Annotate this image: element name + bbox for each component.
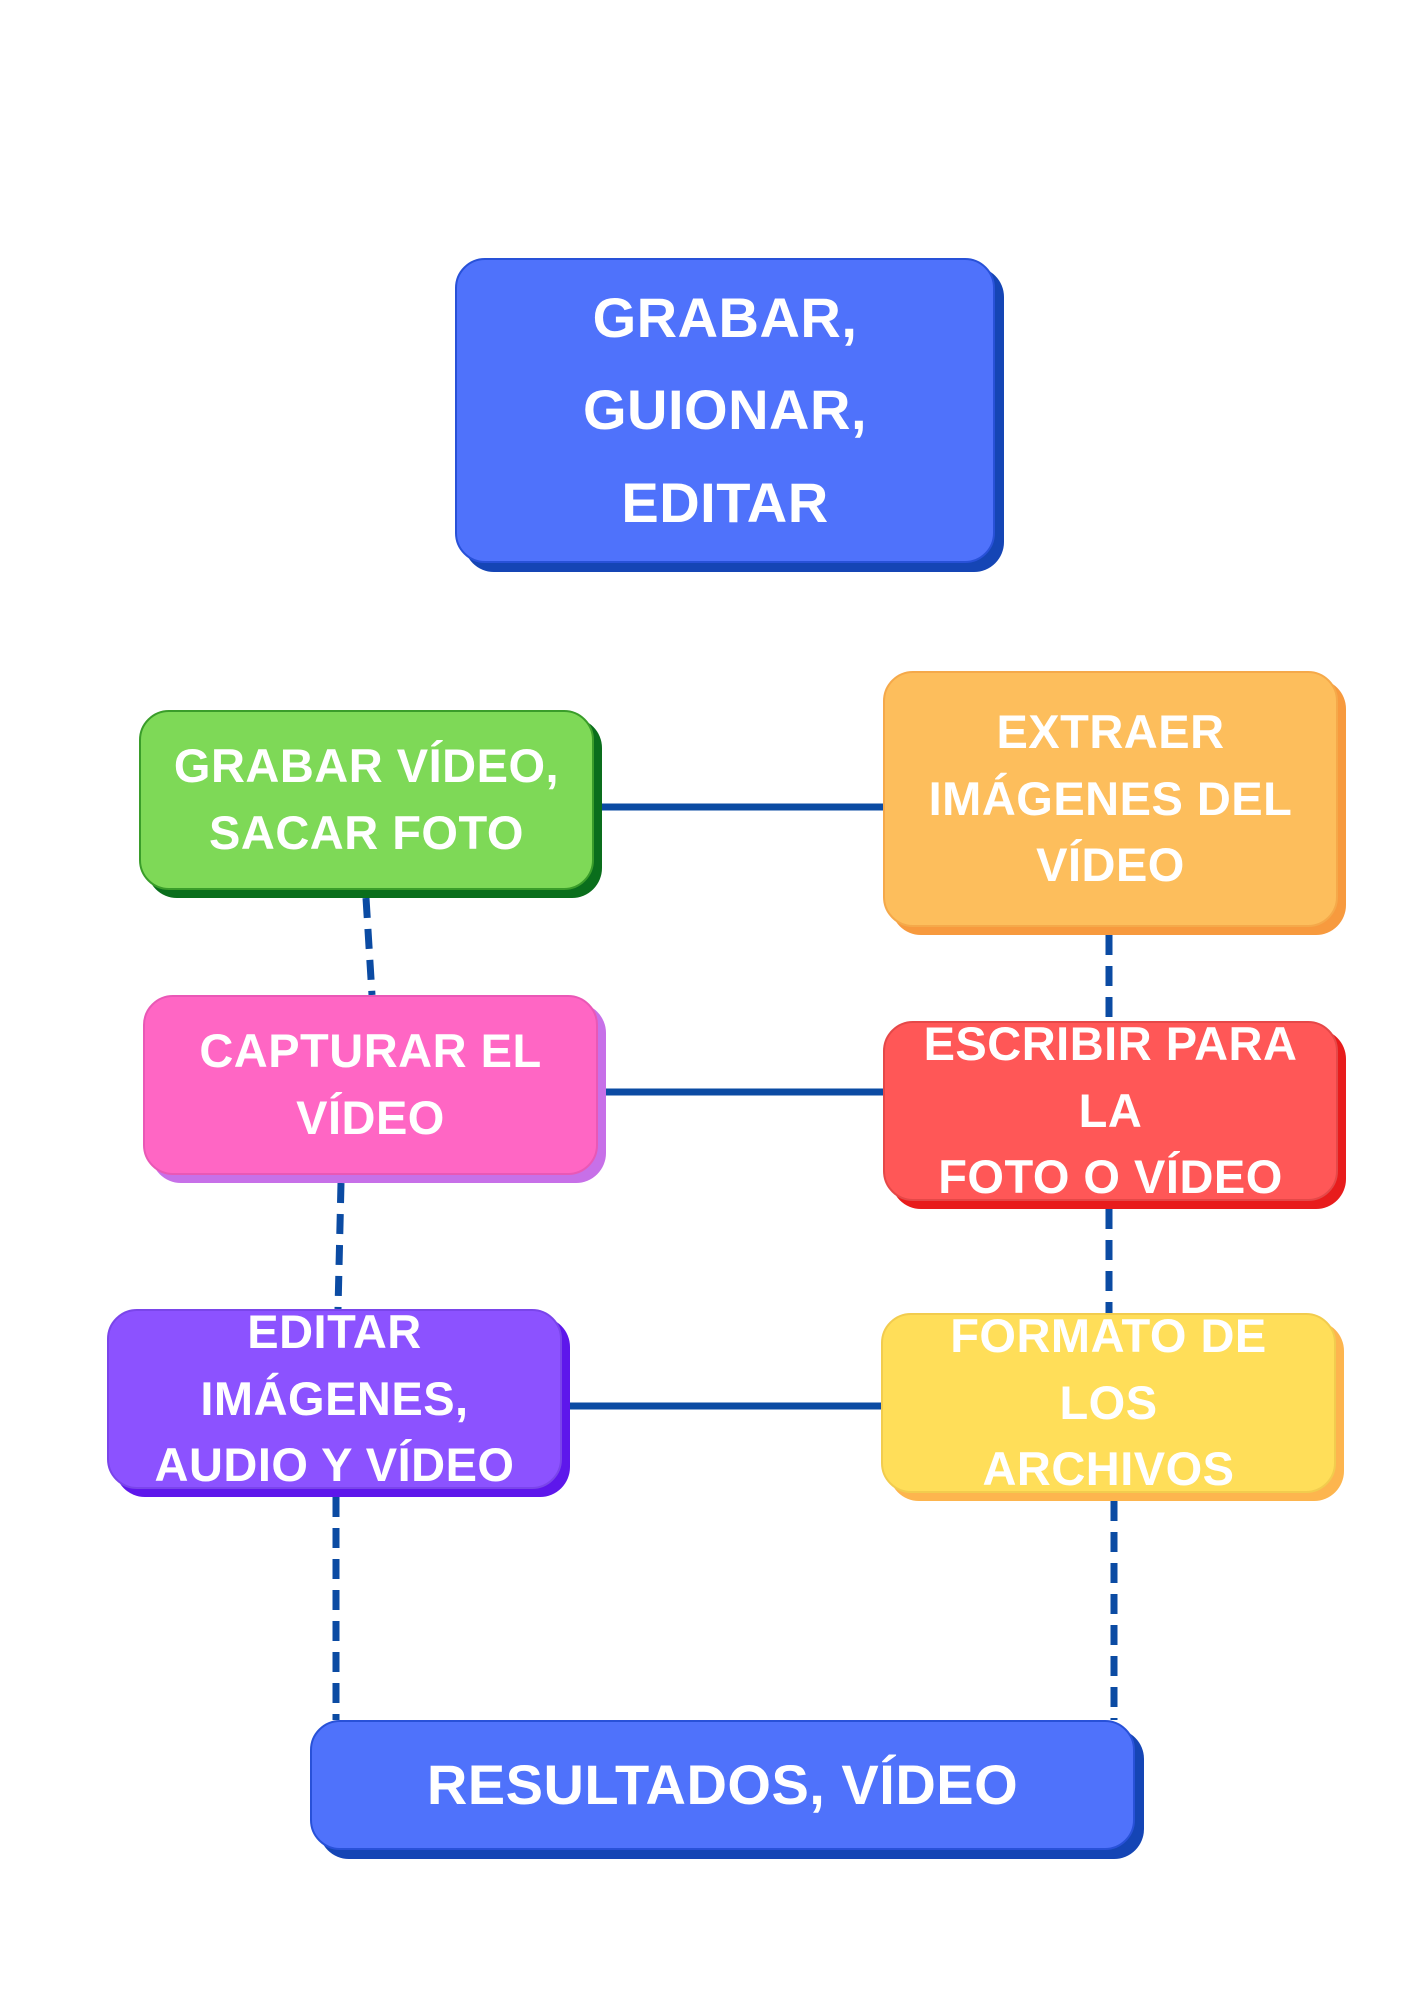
node-formato-archivos: FORMATO DE LOS ARCHIVOS [881, 1309, 1336, 1495]
node-label: RESULTADOS, VÍDEO [426, 1753, 1019, 1817]
node-grabar-guionar-editar: GRABAR, GUIONAR, EDITAR [455, 258, 995, 563]
node-label: EXTRAER IMÁGENES DEL VÍDEO [928, 704, 1293, 892]
node-label: EDITAR IMÁGENES, AUDIO Y VÍDEO [154, 1304, 515, 1492]
node-editar-imagenes: EDITAR IMÁGENES, AUDIO Y VÍDEO [107, 1305, 562, 1491]
node-label: GRABAR, GUIONAR, EDITAR [583, 285, 867, 534]
node-extraer-imagenes: EXTRAER IMÁGENES DEL VÍDEO [883, 671, 1338, 927]
connector-grabar-capturar [362, 897, 376, 996]
node-label: ESCRIBIR PARA LA FOTO O VÍDEO [923, 1016, 1298, 1204]
node-label: GRABAR VÍDEO, SACAR FOTO [173, 739, 560, 859]
node-grabar-video: GRABAR VÍDEO, SACAR FOTO [139, 710, 594, 890]
node-escribir: ESCRIBIR PARA LA FOTO O VÍDEO [883, 1017, 1338, 1203]
connector-capturar-editar [334, 1182, 345, 1310]
node-label: FORMATO DE LOS ARCHIVOS [950, 1308, 1267, 1496]
node-label: CAPTURAR EL VÍDEO [199, 1024, 542, 1144]
node-resultados-video: RESULTADOS, VÍDEO [310, 1720, 1135, 1850]
node-capturar-video: CAPTURAR EL VÍDEO [143, 995, 598, 1175]
